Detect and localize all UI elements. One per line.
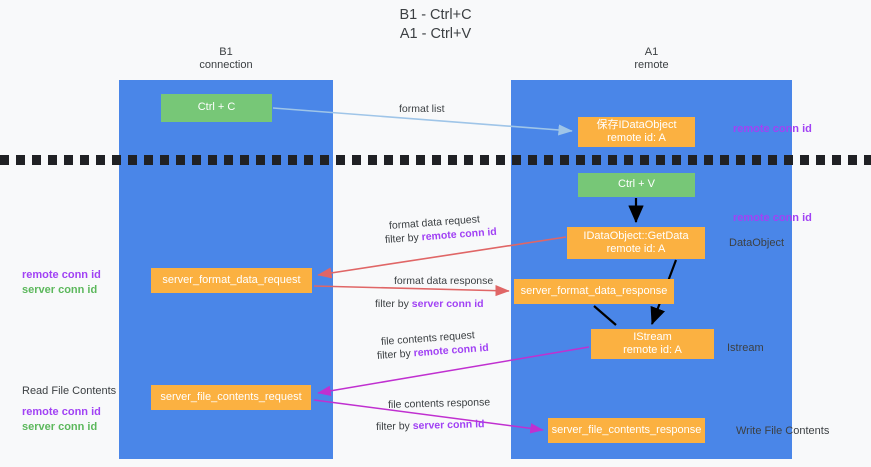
node-ctrl-c[interactable]: Ctrl + C <box>161 94 272 122</box>
annotation-istream: Istream <box>727 341 764 356</box>
node-server-file-contents-response-label: server_file_contents_response <box>551 423 702 436</box>
node-server-file-contents-response[interactable]: server_file_contents_response <box>548 418 705 443</box>
node-server-format-data-response-label: server_format_data_response <box>520 284 668 297</box>
column-header-a1-name: A1 <box>644 46 659 58</box>
annotation-remote-conn-id-top-text: remote conn id <box>733 123 812 135</box>
edge-label-format-list: format list <box>399 103 445 115</box>
annotation-left-remote-conn-id-mid: remote conn id <box>22 269 101 281</box>
edge-label-format-data-response-filter: filter by server conn id <box>375 298 484 310</box>
annotation-left-conn-ids-mid: remote conn id server conn id <box>22 268 101 298</box>
annotation-istream-text: Istream <box>727 342 764 354</box>
node-save-idataobject-line2: remote id: A <box>607 132 666 144</box>
page-title-line1: B1 - Ctrl+C <box>399 7 472 23</box>
node-idataobject-getdata[interactable]: IDataObject::GetData remote id: A <box>567 227 705 259</box>
edge-label-format-data-response: format data response <box>394 275 494 287</box>
node-ctrl-v[interactable]: Ctrl + V <box>578 173 695 197</box>
node-istream-line2: remote id: A <box>623 344 682 356</box>
page-title-line2: A1 - Ctrl+V <box>399 26 472 42</box>
column-header-a1: A1 remote <box>511 46 792 72</box>
annotation-dataobject-text: DataObject <box>729 237 785 249</box>
annotation-left-server-conn-id-mid: server conn id <box>22 284 98 296</box>
filter-prefix: filter by <box>375 420 413 433</box>
node-ctrl-v-label: Ctrl + V <box>618 178 655 191</box>
node-server-format-data-response[interactable]: server_format_data_response <box>514 279 674 304</box>
phase-divider-dashed-line <box>0 155 871 165</box>
edge-format-data-request <box>317 236 567 279</box>
node-idataobject-getdata-line1: IDataObject::GetData <box>583 229 689 242</box>
node-server-format-data-request-label: server_format_data_request <box>162 273 301 286</box>
annotation-write-file-contents: Write File Contents <box>736 424 829 439</box>
node-idataobject-getdata-line2: remote id: A <box>606 243 666 255</box>
page-title: B1 - Ctrl+C A1 - Ctrl+V <box>0 6 871 44</box>
column-header-b1: B1 connection <box>119 46 333 72</box>
filter-key: server conn id <box>411 298 484 310</box>
edge-format-data-response <box>313 285 510 297</box>
edge-file-contents-request <box>317 346 590 397</box>
filter-prefix: filter by <box>375 298 412 310</box>
filter-key: server conn id <box>412 418 485 433</box>
node-istream[interactable]: IStream remote id: A <box>591 329 714 359</box>
annotation-remote-conn-id-top: remote conn id <box>733 122 812 137</box>
node-server-file-contents-request-label: server_file_contents_request <box>160 390 302 403</box>
annotation-remote-conn-id-mid-text: remote conn id <box>733 212 812 224</box>
annotation-left-remote-conn-id-bottom: remote conn id <box>22 406 101 418</box>
annotation-dataobject: DataObject <box>729 236 784 251</box>
column-header-b1-name: B1 <box>219 46 233 58</box>
node-server-file-contents-request[interactable]: server_file_contents_request <box>151 385 311 410</box>
annotation-write-file-contents-text: Write File Contents <box>736 425 830 437</box>
edge-file-contents-response <box>313 399 544 434</box>
node-istream-line1: IStream <box>633 330 672 343</box>
column-header-b1-sub: connection <box>199 59 253 71</box>
node-save-idataobject[interactable]: 保存IDataObject remote id: A <box>578 117 695 147</box>
annotation-left-server-conn-id-bottom: server conn id <box>22 421 98 433</box>
edge-formatresp-to-istream <box>593 305 617 326</box>
node-ctrl-c-label: Ctrl + C <box>197 101 236 114</box>
annotation-left-read-file-contents: Read File Contents remote conn id server… <box>22 384 116 435</box>
annotation-remote-conn-id-mid: remote conn id <box>733 211 812 226</box>
node-save-idataobject-line1: 保存IDataObject <box>596 118 677 131</box>
edge-format-list <box>272 107 573 136</box>
node-server-format-data-request[interactable]: server_format_data_request <box>151 268 312 293</box>
annotation-read-file-contents: Read File Contents <box>22 385 117 397</box>
column-header-a1-sub: remote <box>634 59 669 71</box>
